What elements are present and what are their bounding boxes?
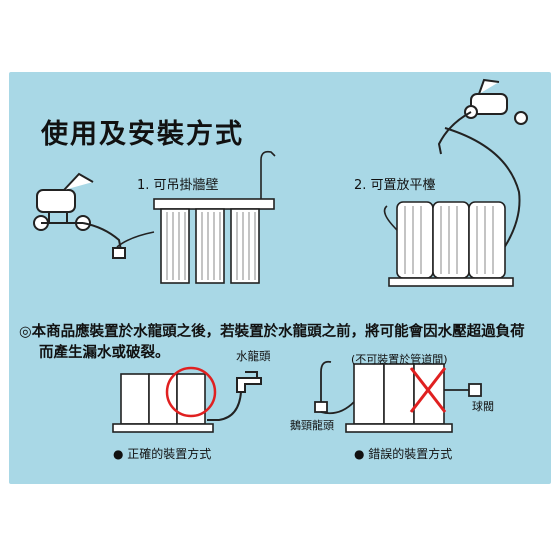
wrong-ball-valve <box>444 383 482 397</box>
counter-filter-unit <box>383 201 514 287</box>
caption-counter-mount: 2. 可置放平檯 <box>354 178 436 193</box>
wall-faucet-illustration <box>33 172 126 259</box>
warning-note-line1: ◎本商品應裝置於水龍頭之後，若裝置於水龍頭之前，將可能會因水壓超過負荷 <box>19 324 525 340</box>
wrong-filter-unit <box>345 363 453 433</box>
warning-note-line2: 而產生漏水或破裂。 <box>39 345 170 361</box>
page-title: 使用及安裝方式 <box>41 119 244 150</box>
label-ball-valve: 球閥 <box>472 400 494 413</box>
wrong-mark-x <box>409 367 447 413</box>
label-gooseneck: 鵝頸龍頭 <box>290 419 334 432</box>
installation-illustrations <box>33 78 528 433</box>
label-wrong-install: ● 錯誤的裝置方式 <box>354 447 453 461</box>
caption-wall-mount: 1. 可吊掛牆壁 <box>137 178 219 193</box>
label-not-on-pipe: (不可裝置於管道間) <box>351 353 448 366</box>
label-faucet: 水龍頭 <box>236 349 271 363</box>
correct-filter-unit <box>112 373 214 433</box>
wall-filter-unit <box>116 150 276 284</box>
correct-mark-circle <box>165 366 217 418</box>
correct-faucet-illustration <box>207 371 262 421</box>
wrong-gooseneck-faucet <box>314 360 355 415</box>
label-correct-install: ● 正確的裝置方式 <box>113 447 212 461</box>
instruction-panel: 使用及安裝方式 1. 可吊掛牆壁 2. 可置放平檯 ◎本商品應裝置於水龍頭之後，… <box>9 72 551 484</box>
